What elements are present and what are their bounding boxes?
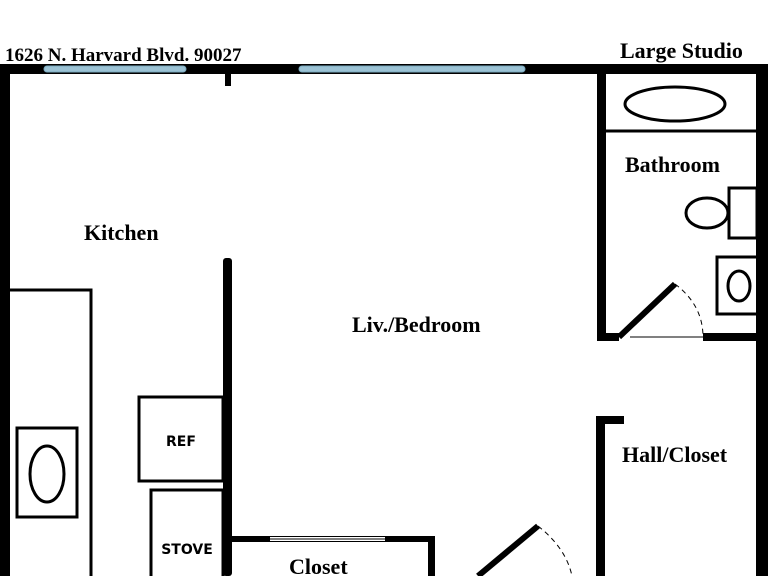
- stove-label: STOVE: [161, 542, 213, 558]
- refrigerator-label: REF: [166, 434, 196, 450]
- refrigerator: REF: [137, 395, 225, 483]
- bathroom-bottom-wall-left: [597, 333, 619, 341]
- window-left: [43, 65, 187, 73]
- bathroom-bottom-wall-right: [703, 333, 759, 341]
- left-wall: [0, 64, 10, 576]
- living-bedroom-label: Liv./Bedroom: [352, 312, 481, 337]
- bathroom-door-swing-arc: [674, 283, 704, 338]
- windows: [43, 65, 526, 73]
- bathroom-sink-icon: [715, 255, 761, 316]
- hall-closet-wall: [596, 416, 605, 576]
- stove: STOVE: [149, 488, 225, 576]
- entry-door: [476, 523, 573, 576]
- kitchen-sink-basin-icon: [28, 444, 66, 504]
- right-wall: [756, 64, 768, 576]
- toilet-tank-icon: [727, 186, 759, 240]
- entry-door-leaf: [476, 523, 540, 576]
- bathroom-door: [616, 281, 704, 340]
- kitchen-sink-icon: [15, 426, 79, 519]
- hall-closet-label: Hall/Closet: [622, 442, 728, 467]
- closet-right-wall: [428, 536, 435, 576]
- unit-type-label: Large Studio: [620, 38, 743, 63]
- closet: [232, 536, 435, 576]
- stove-outline: [149, 488, 225, 576]
- kitchen-partition-wall: [223, 258, 232, 576]
- top-wall-stub: [225, 70, 231, 86]
- kitchen-label: Kitchen: [84, 220, 159, 245]
- bathroom-sink-basin-icon: [726, 269, 752, 303]
- bathtub-icon: [623, 85, 727, 123]
- address-label: 1626 N. Harvard Blvd. 90027: [5, 45, 242, 66]
- kitchen-counter: [6, 288, 93, 576]
- bathroom-fixtures: [606, 85, 761, 316]
- bathroom-left-wall: [597, 70, 606, 341]
- closet-label: Closet: [289, 554, 348, 576]
- window-right: [298, 65, 526, 73]
- kitchen-counter-outline: [6, 288, 93, 576]
- entry-door-swing-arc: [537, 525, 573, 576]
- hall-closet-wall-cap: [596, 416, 624, 424]
- bathroom-label: Bathroom: [625, 152, 720, 177]
- bathroom-door-leaf: [616, 281, 678, 340]
- toilet-bowl-icon: [684, 196, 730, 230]
- refrigerator-outline: [137, 395, 225, 483]
